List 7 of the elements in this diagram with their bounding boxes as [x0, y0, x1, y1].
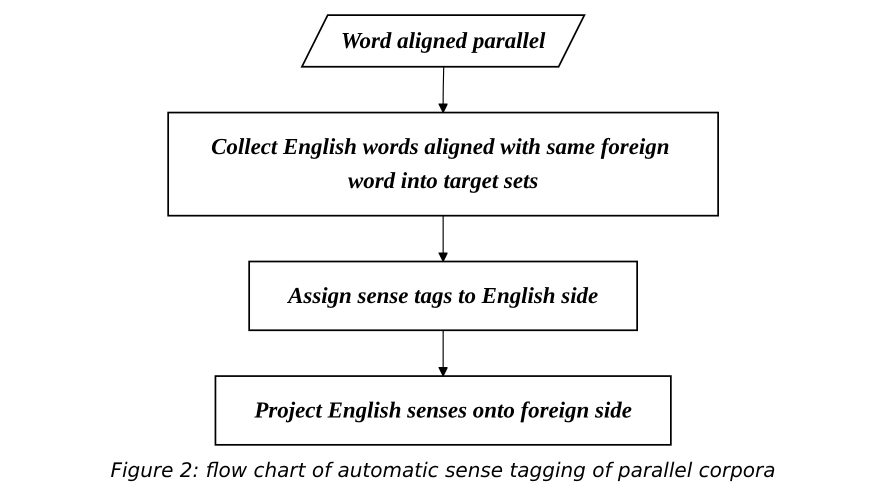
node-box: Assign sense tags to English side — [248, 260, 638, 332]
node-box: Project English senses onto foreign side — [214, 375, 672, 446]
figure-caption: Figure 2: flow chart of automatic sense tagging of parallel corpora — [110, 457, 776, 484]
node-box: Collect English words aligned with same foreign word into target sets — [167, 112, 719, 217]
arrow — [438, 216, 448, 262]
arrow — [438, 67, 448, 114]
arrow — [438, 330, 448, 377]
